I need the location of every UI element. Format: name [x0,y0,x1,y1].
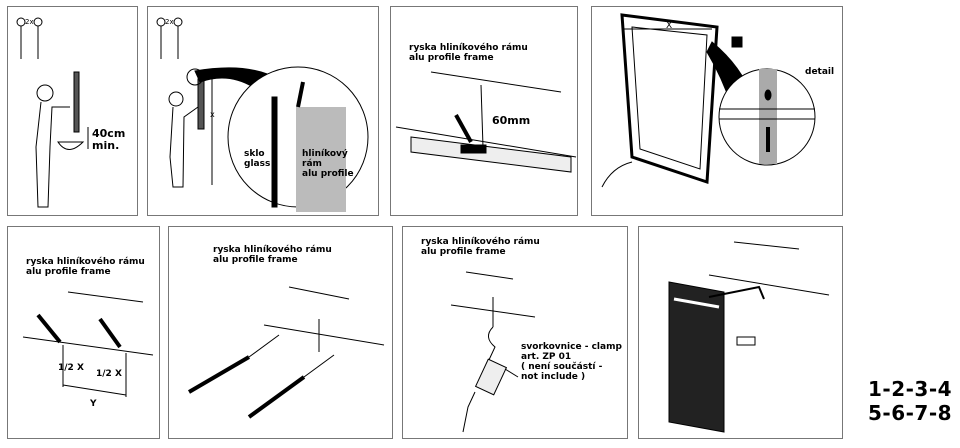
people-count: 2x [25,18,34,26]
line-label-en: alu profile frame [213,255,298,265]
frame-label-cz: hliníkový [302,149,348,159]
note-cz-label: ( není součástí - [521,362,603,372]
distance-note: min. [92,139,120,152]
line-label-cz: ryska hliníkového rámu [213,245,332,255]
line-label-cz: ryska hliníkového rámu [409,43,528,53]
svg-text:x: x [210,110,215,119]
detail-label: detail [805,67,835,77]
step-8-panel [638,226,843,439]
clamp-label: svorkovnice - clamp [521,342,622,352]
frame-label-en: alu profile [302,169,354,179]
article-label: art. ZP 01 [521,352,572,362]
step-4-panel: X detail [591,6,843,216]
step-1-panel: 2x 40cm min. [7,6,138,216]
glass-label-cz: sklo [244,149,265,159]
mounted-mirror-illustration [668,241,830,433]
half-right-label: 1/2 X [96,369,122,379]
dimension-label: X [666,21,673,31]
total-label: Y [90,399,97,409]
line-label-cz: ryska hliníkového rámu [26,257,145,267]
line-label-en: alu profile frame [421,247,506,257]
glass-label-en: glass [244,159,271,169]
note-en-label: not include ) [521,372,586,382]
distance-label: 40cm [92,127,126,140]
step-7-panel: ryska hliníkového rámu alu profile frame… [402,226,628,439]
line-label-en: alu profile frame [409,53,494,63]
step-6-panel: ryska hliníkového rámu alu profile frame [168,226,393,439]
centering-marks-illustration [22,291,154,397]
glass-frame-detail-illustration: x [156,17,369,212]
line-label-cz: ryska hliníkového rámu [421,237,540,247]
sequence-row-1: 1-2-3-4 [868,377,953,401]
step-5-panel: ryska hliníkového rámu alu profile frame… [7,226,160,439]
wiring-clamp-illustration [450,271,536,433]
mirror-hanger-detail-illustration [601,13,816,188]
distance-label: 60mm [492,114,531,127]
half-left-label: 1/2 X [58,363,84,373]
step-3-panel: ryska hliníkového rámu alu profile frame… [390,6,578,216]
sequence-row-2: 5-6-7-8 [868,401,953,425]
drilling-screwing-illustration [187,286,385,419]
frame-label-cz2: rám [302,159,322,169]
step-2-panel: x 2x sklo glass hliníkový rám alu profil… [147,6,379,216]
people-count: 2x [165,18,174,26]
marking-line-illustration [395,71,577,173]
line-label-en: alu profile frame [26,267,111,277]
person-holding-mirror-illustration [16,17,89,208]
